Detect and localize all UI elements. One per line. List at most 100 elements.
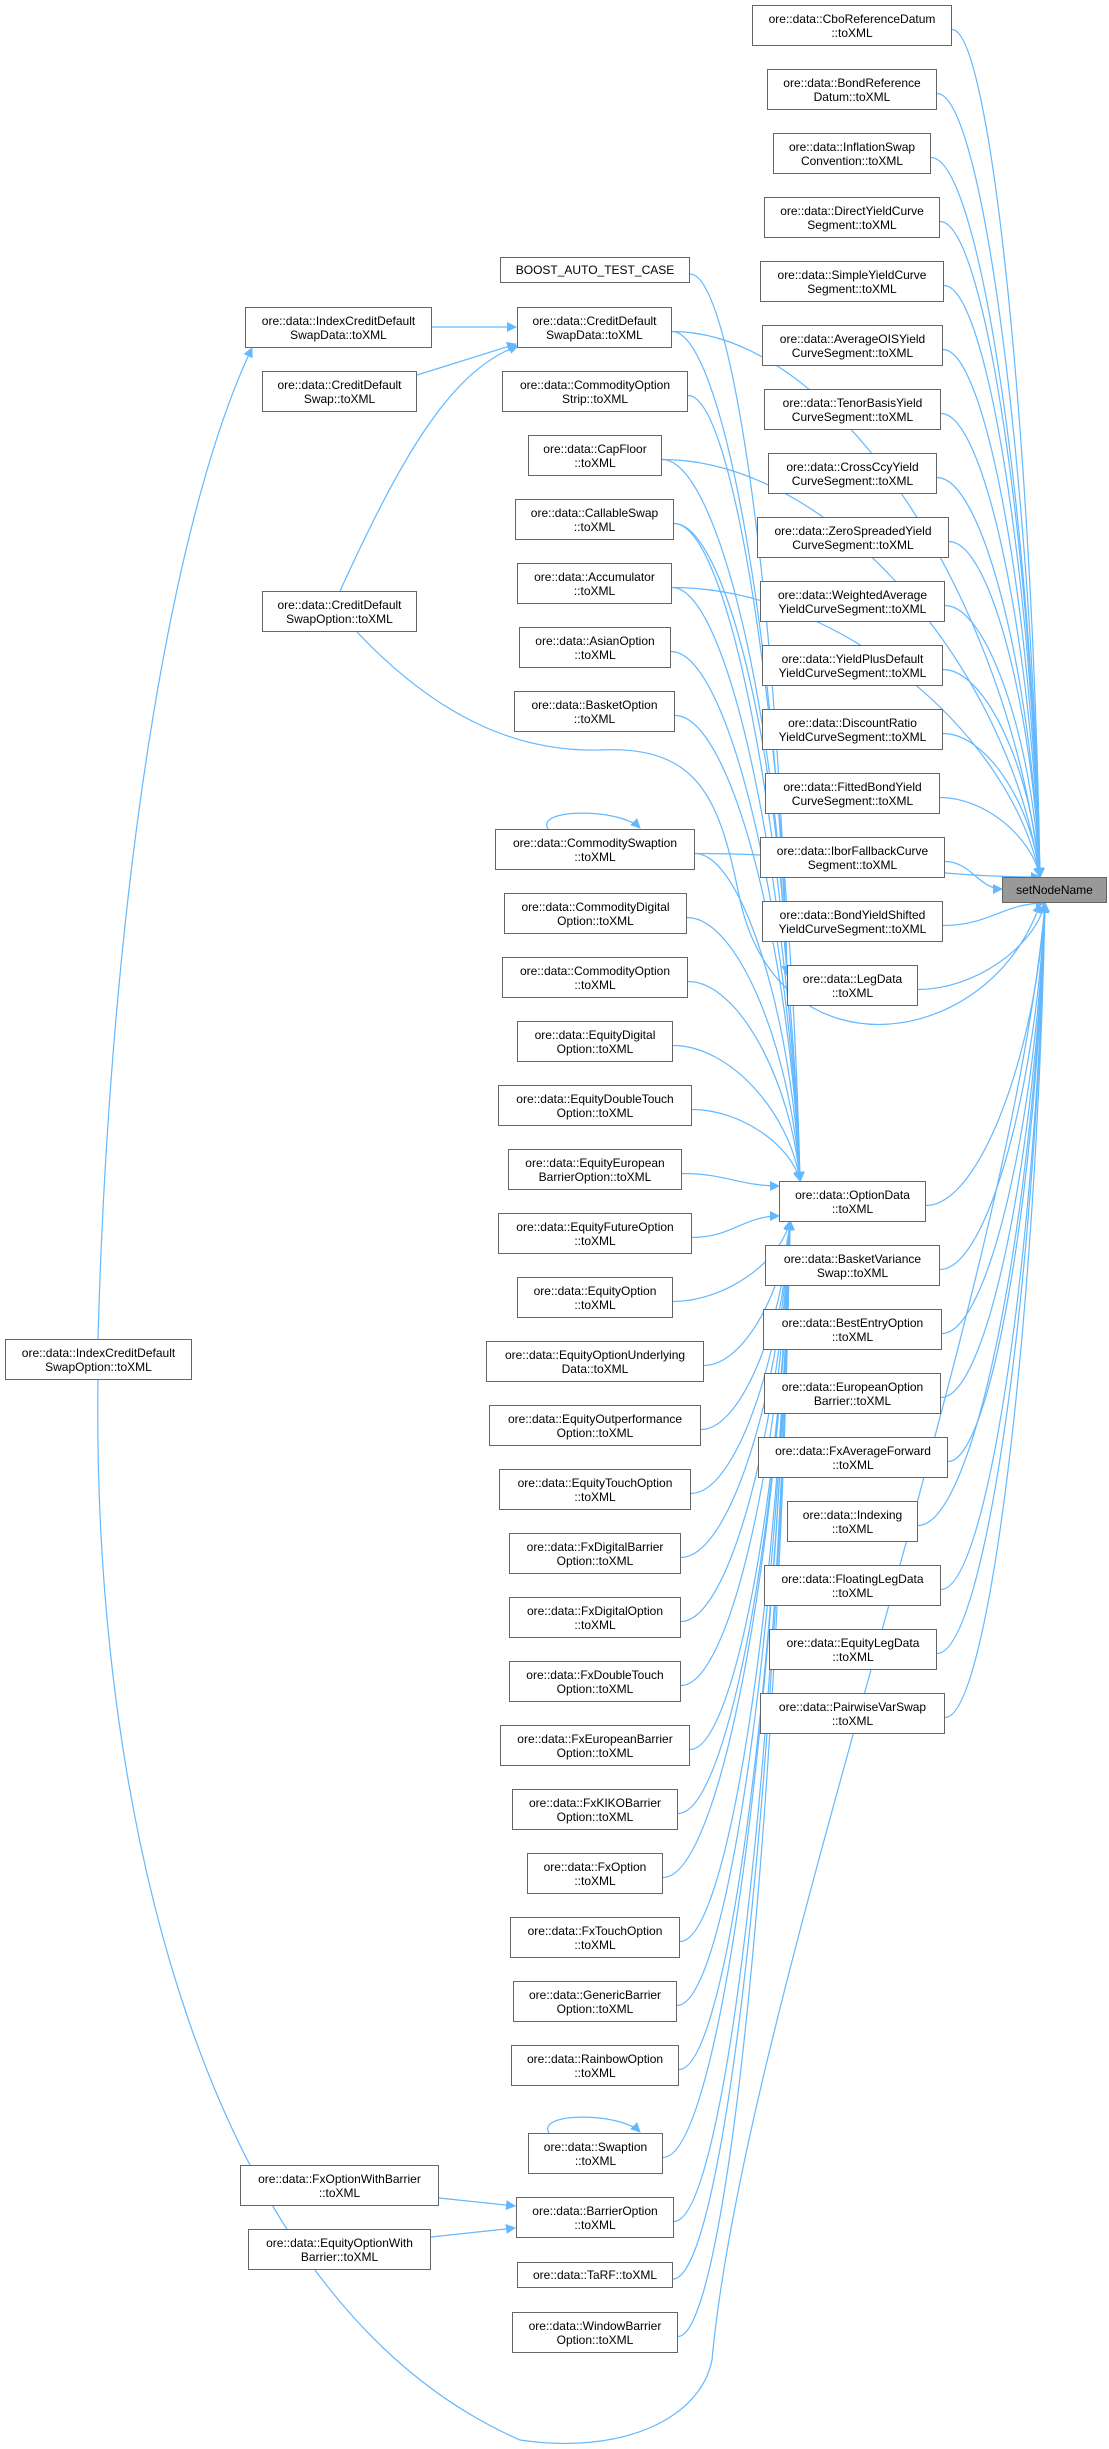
graph-node[interactable]: ore::data::CapFloor::toXML: [528, 435, 662, 476]
graph-node[interactable]: ore::data::BasketOption::toXML: [514, 691, 675, 732]
node-label-line: ore::data::CrossCcyYield: [786, 459, 919, 474]
node-label-line: ::toXML: [574, 1937, 616, 1952]
edge: [942, 348, 1045, 878]
graph-node[interactable]: ore::data::FxOption::toXML: [527, 1853, 663, 1894]
graph-node[interactable]: ore::data::Swaption::toXML: [528, 2133, 663, 2174]
graph-node[interactable]: ore::data::BarrierOption::toXML: [516, 2197, 674, 2238]
graph-node[interactable]: ore::data::EquityOption::toXML: [517, 1277, 673, 1318]
node-label-line: ::toXML: [831, 25, 873, 40]
graph-node[interactable]: ore::data::Indexing::toXML: [787, 1501, 918, 1542]
graph-node[interactable]: ore::data::EquityTouchOption::toXML: [499, 1469, 691, 1510]
node-label-line: ::toXML: [831, 1713, 874, 1728]
node-label-line: ore::data::GenericBarrier: [528, 1987, 662, 2002]
edge: [936, 902, 1050, 1655]
graph-node[interactable]: ore::data::Accumulator::toXML: [517, 563, 672, 604]
node-label-line: ore::data::TenorBasisYield: [782, 395, 923, 410]
edge: [936, 92, 1045, 878]
node-label-line: ore::data::OptionData: [795, 1187, 910, 1202]
graph-node[interactable]: ore::data::FloatingLegData::toXML: [764, 1565, 941, 1606]
graph-node[interactable]: ore::data::RainbowOption::toXML: [511, 2045, 679, 2086]
graph-node[interactable]: ore::data::FxAverageForward::toXML: [758, 1437, 948, 1478]
node-label-line: ore::data::RainbowOption: [526, 2051, 664, 2066]
node-label-line: ore::data::WindowBarrier: [528, 2318, 662, 2333]
edge: [942, 732, 1044, 878]
graph-node[interactable]: ore::data::FxOptionWithBarrier::toXML: [240, 2165, 439, 2206]
graph-node[interactable]: ore::data::CommodityOption::toXML: [502, 957, 688, 998]
edge: [687, 980, 805, 1182]
graph-node[interactable]: ore::data::AsianOption::toXML: [519, 627, 671, 668]
node-label-line: ::toXML: [574, 455, 616, 470]
graph-node[interactable]: ore::data::EquityLegData::toXML: [769, 1629, 937, 1670]
node-label-line: BarrierOption::toXML: [538, 1169, 652, 1184]
graph-node[interactable]: ore::data::EquityFutureOption::toXML: [498, 1213, 692, 1254]
graph-node[interactable]: ore::data::BestEntryOption::toXML: [763, 1309, 942, 1350]
node-label-line: Strip::toXML: [561, 391, 629, 406]
focus-node-setNodeName[interactable]: setNodeName: [1002, 877, 1107, 903]
edge: [936, 476, 1045, 878]
node-label-line: SwapData::toXML: [546, 327, 643, 342]
edge: [939, 902, 1050, 1271]
graph-node[interactable]: ore::data::CallableSwap::toXML: [515, 499, 674, 540]
edge: [943, 284, 1045, 878]
edge: [662, 1220, 795, 2159]
graph-node[interactable]: BOOST_AUTO_TEST_CASE: [500, 257, 690, 283]
node-label-line: ::toXML: [574, 1489, 616, 1504]
node-label-line: ore::data::Indexing: [802, 1507, 903, 1522]
graph-node[interactable]: ore::data::PairwiseVarSwap::toXML: [760, 1693, 945, 1734]
node-label-line: Swap::toXML: [816, 1265, 889, 1280]
edge: [691, 1211, 780, 1239]
node-label-line: ::toXML: [574, 977, 616, 992]
node-label-line: CurveSegment::toXML: [792, 537, 914, 552]
node-label-line: Option::toXML: [557, 913, 634, 928]
graph-node[interactable]: ore::data::TaRF::toXML: [517, 2262, 673, 2288]
edge: [681, 1172, 780, 1191]
graph-node[interactable]: ore::data::CboReferenceDatum::toXML: [752, 5, 952, 46]
graph-node[interactable]: ore::data::FxDigitalOption::toXML: [509, 1597, 681, 1638]
node-label-line: SwapData::toXML: [290, 327, 387, 342]
node-label-line: ::toXML: [574, 1233, 616, 1248]
node-label-line: ore::data::BondReference: [783, 75, 921, 90]
graph-node[interactable]: ore::data::CommoditySwaption::toXML: [495, 829, 695, 870]
node-label-line: ore::data::FxDigitalOption: [526, 1603, 664, 1618]
node-label-line: ore::data::IndexCreditDefault: [21, 1345, 176, 1360]
graph-node[interactable]: ore::data::FxTouchOption::toXML: [510, 1917, 680, 1958]
graph-node[interactable]: ore::data::OptionData::toXML: [779, 1181, 926, 1222]
graph-node[interactable]: ore::data::LegData::toXML: [787, 965, 918, 1006]
node-label-line: ore::data::IndexCreditDefault: [261, 313, 416, 328]
